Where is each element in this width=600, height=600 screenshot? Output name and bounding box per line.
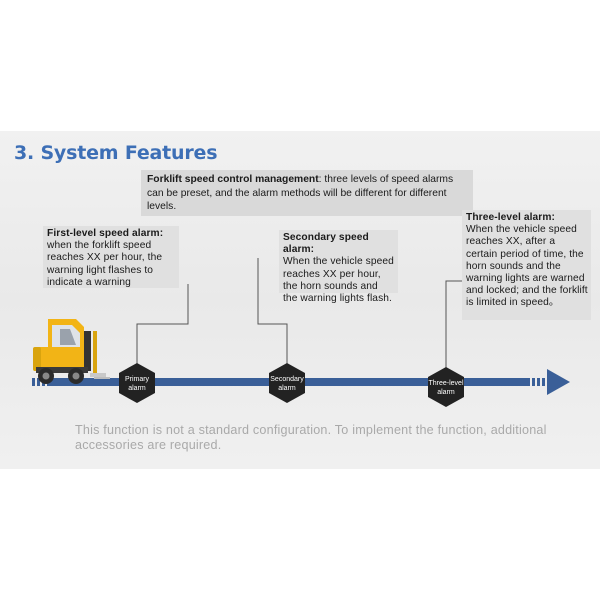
connector-line-1 <box>136 284 189 365</box>
hexagon-marker-icon <box>269 363 305 403</box>
alarm-text-1: when the forklift speed reaches XX per h… <box>47 240 163 288</box>
marker-label-1b: alarm <box>128 385 146 392</box>
alarm-heading-2: Secondary speed alarm: <box>283 232 369 256</box>
alarm-heading-3: Three-level alarm: <box>466 212 556 223</box>
marker-label-2a: Secondary <box>270 376 304 383</box>
marker-label-2b: alarm <box>278 385 296 392</box>
hexagon-marker-1: Primary alarm <box>119 363 155 403</box>
marker-label-3b: alarm <box>437 389 455 396</box>
forklift-icon <box>33 319 110 384</box>
alarm-note-1: First-level speed alarm: when the forkli… <box>43 226 179 288</box>
alarm-heading-1: First-level speed alarm: <box>47 228 164 239</box>
connector-line-3 <box>445 280 462 369</box>
page-title: 3. System Features <box>14 142 218 164</box>
marker-label-3a: Three-level <box>428 380 463 387</box>
intro-text: : three levels of speed alarms can be pr… <box>147 174 454 212</box>
intro-bold: Forklift speed control management <box>147 174 319 185</box>
alarm-text-2: When the vehicle speed reaches XX per ho… <box>283 256 394 305</box>
hexagon-marker-3: Three-level alarm <box>428 367 464 407</box>
footer-note: This function is not a standard configur… <box>75 423 547 452</box>
alarm-note-3: Three-level alarm: When the vehicle spee… <box>462 210 591 320</box>
connector-line-2 <box>257 258 288 365</box>
hexagon-marker-2: Secondary alarm <box>269 363 305 403</box>
intro-box: Forklift speed control management: three… <box>141 170 473 216</box>
alarm-text-3: When the vehicle speed reaches XX, after… <box>466 224 588 309</box>
marker-label-1a: Primary <box>125 376 150 383</box>
hexagon-marker-icon <box>428 367 464 407</box>
alarm-note-2: Secondary speed alarm: When the vehicle … <box>279 230 398 304</box>
timeline-diagram: Primary alarm Secondary alarm Three-leve… <box>32 258 570 407</box>
connector-lines <box>136 258 462 369</box>
content-panel: 3. System Features <box>0 131 600 469</box>
hexagon-marker-icon <box>119 363 155 403</box>
